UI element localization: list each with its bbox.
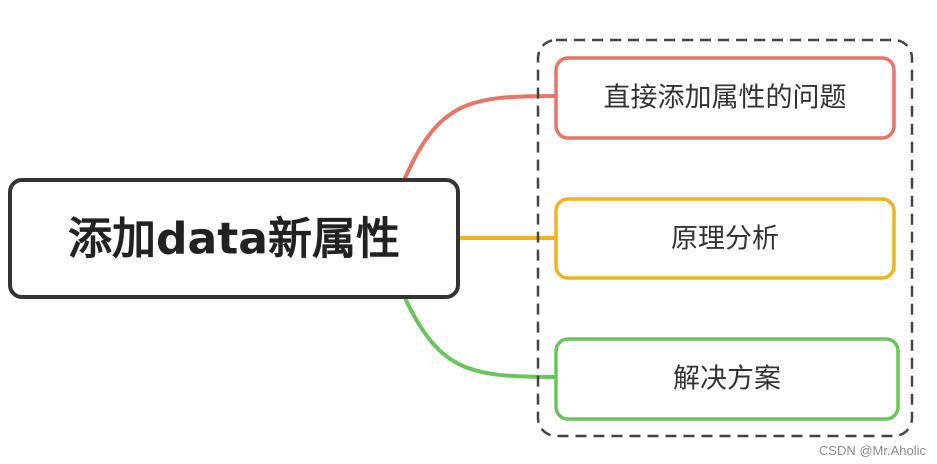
central-topic-label: 添加data新属性 (68, 214, 400, 265)
branch-node-3-label: 解决方案 (673, 364, 781, 395)
branch-node-3-box (554, 337, 900, 421)
branch-node-2-box (554, 197, 896, 280)
watermark-text: CSDN @Mr.Aholic (819, 443, 927, 458)
connector-branch-3 (403, 296, 558, 379)
branch-node-1[interactable]: 直接添加属性的问题 (554, 56, 896, 140)
branch-node-1-box (554, 56, 896, 140)
branch-node-1-label: 直接添加属性的问题 (604, 83, 847, 114)
branch-node-3[interactable]: 解决方案 (554, 337, 900, 421)
central-topic[interactable]: 添加data新属性 (8, 178, 460, 299)
connector-branch-1 (403, 94, 558, 180)
central-topic-box (8, 178, 460, 299)
branch-node-2-label: 原理分析 (671, 224, 779, 255)
branch-group-boundary (536, 38, 914, 438)
branch-node-2[interactable]: 原理分析 (554, 197, 896, 280)
